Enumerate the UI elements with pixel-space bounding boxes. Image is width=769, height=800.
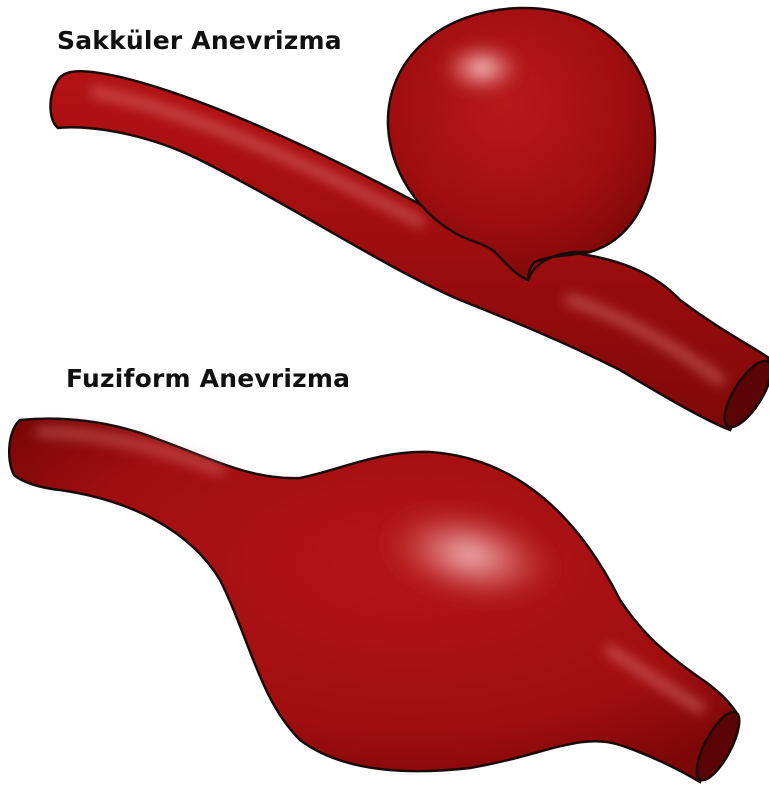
saccular-aneurysm-label: Sakküler Anevrizma xyxy=(57,26,342,55)
saccular-sac-highlight xyxy=(436,38,528,98)
fusiform-vessel xyxy=(9,419,736,782)
fusiform-aneurysm-label: Fuziform Anevrizma xyxy=(66,364,350,393)
fusiform-aneurysm xyxy=(9,419,747,786)
